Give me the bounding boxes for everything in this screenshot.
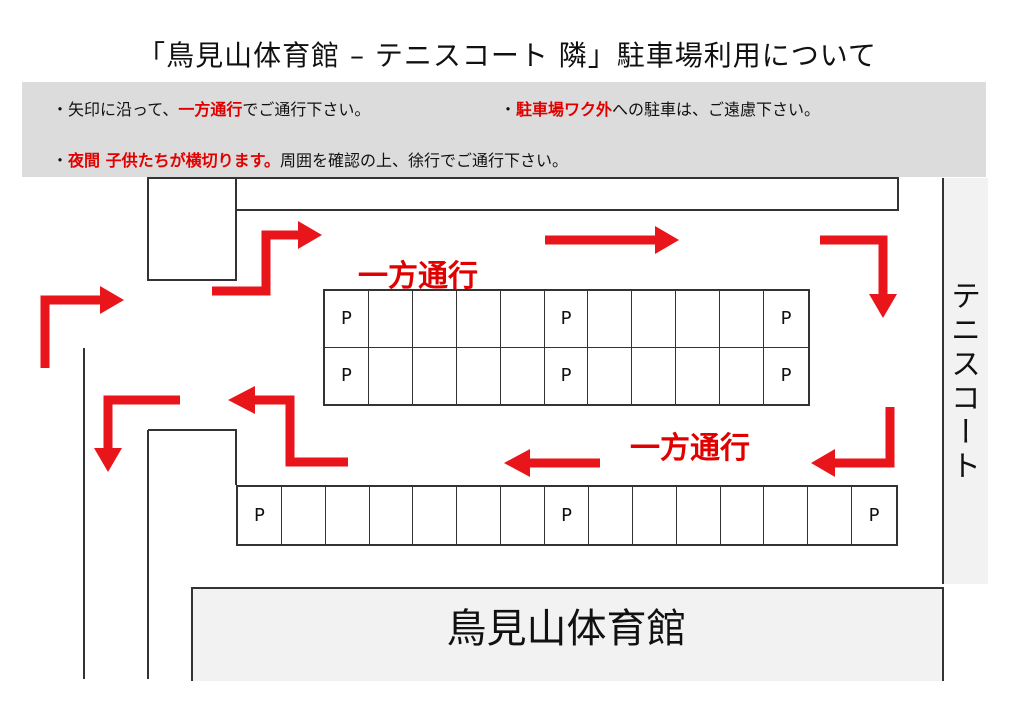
arrowhead-2 [298,221,322,249]
arrow-entry-up [40,295,100,368]
gymnasium-building [191,587,944,681]
tennis-court-label: テニスコート [945,280,980,484]
arrow-exit-down [103,395,180,448]
parking-space [588,291,633,348]
entrance-building [147,177,237,281]
parking-space [369,347,413,404]
parking-space [764,487,809,544]
parking-space [632,291,677,348]
parking-space [720,347,765,404]
parking-space [633,487,677,544]
parking-space [677,487,721,544]
arrowhead-5 [811,449,835,477]
parking-space [412,291,457,348]
parking-space [282,487,326,544]
parking-space: P [238,487,282,544]
oneway-label-bottom: 一方通行 [630,431,750,466]
parking-space [676,347,721,404]
parking-space: P [325,291,369,348]
parking-space [370,487,414,544]
parking-space [457,487,502,544]
parking-space [413,487,458,544]
parking-space [501,347,545,404]
gymnasium-label: 鳥見山体育館 [446,606,687,652]
arrow-return-left [255,395,348,467]
notice-oneway: ・矢印に沿って、一方通行でご通行下さい。 [52,100,371,119]
arrow-corner-left [835,407,895,468]
notice-panel [22,82,986,177]
parking-space [368,291,413,348]
parking-space: P [325,347,369,404]
notice-night-children: ・夜間 子供たちが横切ります。周囲を確認の上、徐行でご通行下さい。 [52,151,569,170]
parking-space [632,347,677,404]
parking-space: P [764,291,808,348]
parking-space [808,487,853,544]
parking-space: P [545,487,589,544]
top-boundary [236,177,899,211]
arrowhead-1 [100,286,124,314]
parking-space: P [868,505,880,526]
parking-space [500,291,545,348]
parking-space [456,291,501,348]
arrowhead-6 [504,449,530,477]
arrowhead-4 [869,294,897,318]
arrowhead-7 [228,386,255,414]
parking-space [457,347,501,404]
parking-space [720,291,765,348]
parking-space [501,487,546,544]
parking-space [413,347,457,404]
parking-lot-upper: P P P P P P [323,289,810,406]
arrowhead-8 [94,448,122,472]
page-title: 「鳥見山体育館 – テニスコート 隣」駐車場利用について [137,39,877,72]
lower-left-block [148,429,237,485]
parking-space: P [545,347,589,404]
tennis-court-area [942,178,988,584]
oneway-label-top: 一方通行 [358,259,478,294]
parking-space [588,347,633,404]
parking-lot-lower: P P P [236,485,898,546]
parking-space [721,487,765,544]
parking-space [326,487,370,544]
parking-space [676,291,721,348]
arrow-corner-down [820,235,888,295]
arrowhead-3 [655,226,679,254]
parking-space [589,487,633,544]
parking-space: P [780,365,792,387]
parking-space: P [544,291,589,348]
notice-outside-lines: ・駐車場ワク外への駐車は、ご遠慮下さい。 [500,100,821,119]
arrow-entry-right [212,230,298,296]
